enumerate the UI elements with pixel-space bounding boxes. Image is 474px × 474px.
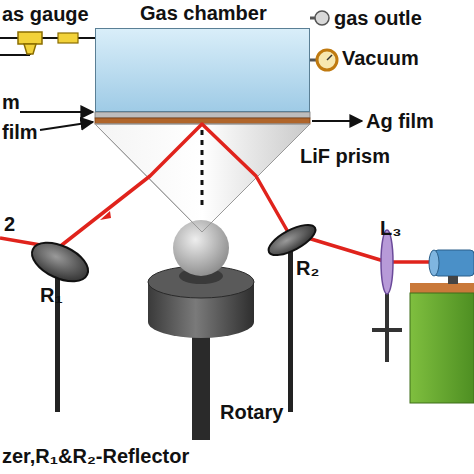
lens-label: 2 <box>4 214 15 234</box>
film-label: film <box>2 122 38 142</box>
mirror-label: R₁ <box>40 285 63 305</box>
legend-note: zer,R₁&R₂-Reflector <box>2 446 189 466</box>
lens-label: L₃ <box>380 218 401 238</box>
gauge-label: as gauge <box>2 4 89 24</box>
vacuum-label: Vacuum <box>342 48 419 68</box>
film-label: m <box>2 92 20 112</box>
mirror-label: R₂ <box>296 258 319 278</box>
film-label: Ag film <box>366 111 434 131</box>
node-heading: Gas chamber <box>140 3 267 23</box>
prism-label: LiF prism <box>300 146 390 166</box>
gas-chamber-box: Gas chamber <box>95 28 310 112</box>
stage-label: Rotary <box>220 402 283 422</box>
outlet-label: gas outle <box>334 8 422 28</box>
